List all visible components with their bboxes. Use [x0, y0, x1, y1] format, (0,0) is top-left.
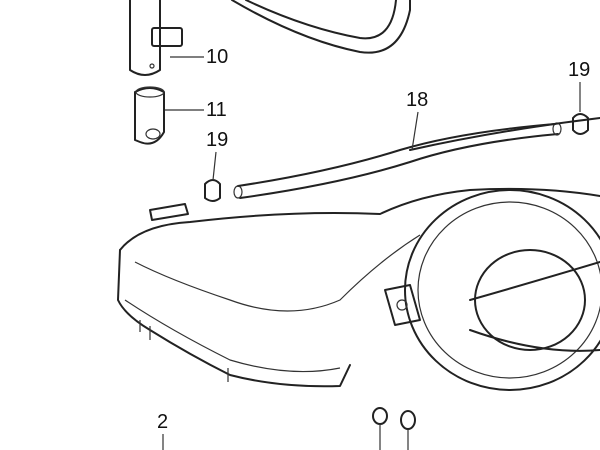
hose-18 — [233, 117, 600, 199]
clip-19-right — [572, 113, 589, 135]
callout-18: 18 — [406, 89, 429, 111]
air-cleaner-housing — [117, 187, 600, 388]
part-10-tube — [129, 0, 183, 76]
upper-hose — [231, 0, 411, 54]
callout-10: 10 — [206, 46, 229, 68]
callout-19-left: 19 — [206, 129, 229, 151]
callout-11: 11 — [206, 99, 227, 121]
callout-19-right: 19 — [568, 59, 591, 81]
part-11-cap — [134, 86, 165, 145]
clip-19-left — [149, 179, 221, 221]
callout-2: 2 — [157, 411, 169, 433]
small-fasteners — [372, 407, 416, 450]
leader-lines — [162, 56, 581, 450]
filter-element — [384, 189, 600, 391]
